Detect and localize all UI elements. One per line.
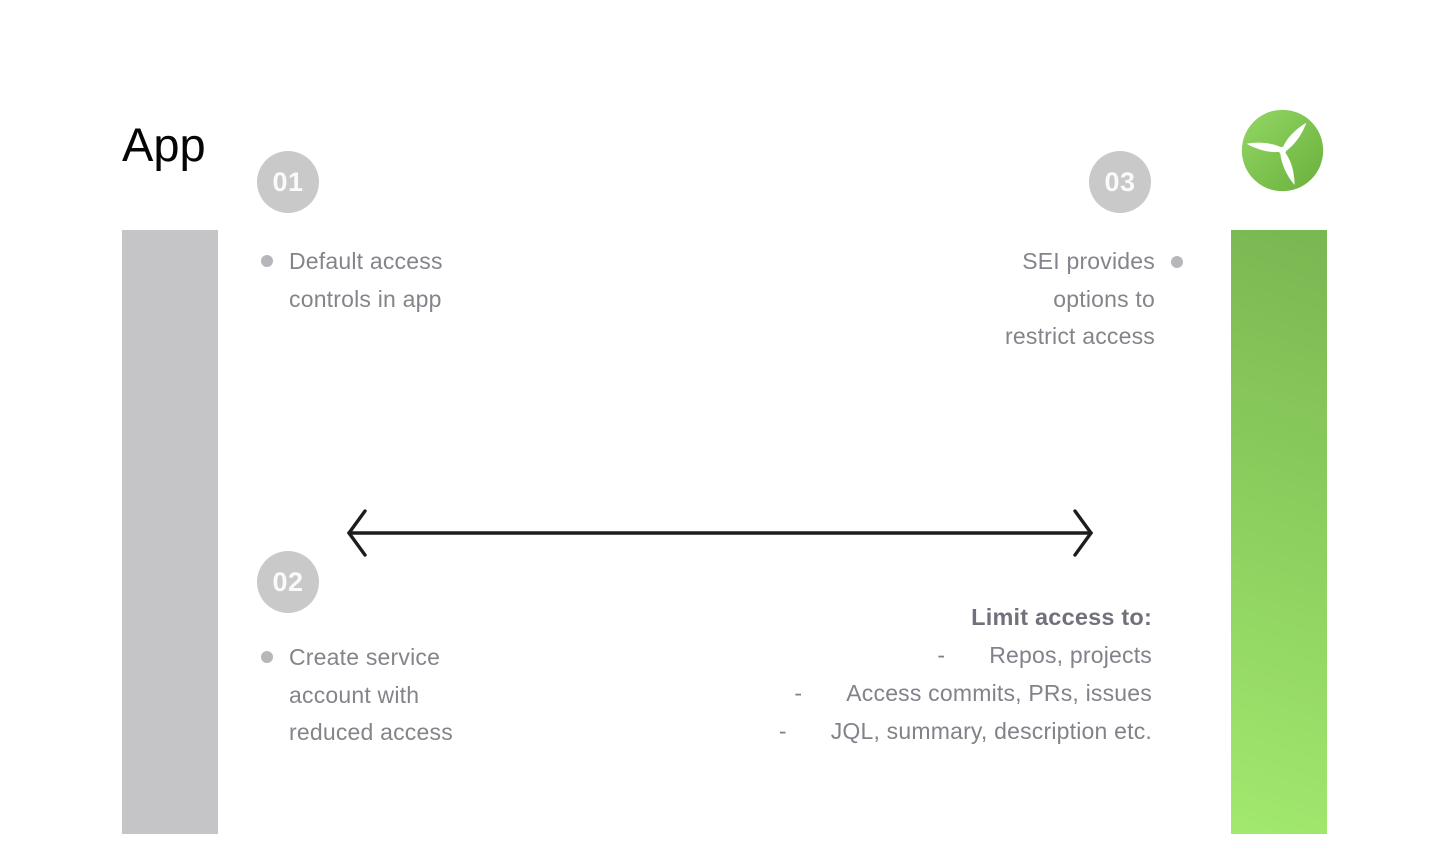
propeller-logo-icon [1241, 109, 1324, 192]
step-02-text: Create service account with reduced acce… [289, 644, 453, 745]
list-item-text: Access commits, PRs, issues [846, 680, 1152, 706]
app-vertical-bar [122, 230, 218, 834]
limit-access-block: Limit access to: - Repos, projects - Acc… [779, 598, 1152, 750]
limit-access-heading: Limit access to: [971, 604, 1152, 630]
bullet-dot-icon [261, 255, 273, 267]
list-item: - JQL, summary, description etc. [779, 712, 1152, 750]
step-03-badge: 03 [1089, 151, 1151, 213]
list-item-text: JQL, summary, description etc. [830, 718, 1152, 744]
list-dash: - [778, 718, 787, 744]
list-item: - Access commits, PRs, issues [779, 674, 1152, 712]
step-01-badge: 01 [257, 151, 319, 213]
list-dash: - [794, 680, 803, 706]
step-01-text: Default access controls in app [289, 248, 443, 312]
list-item-text: Repos, projects [989, 642, 1152, 668]
bullet-dot-icon [261, 651, 273, 663]
step-03-text: SEI provides options to restrict access [1005, 248, 1155, 349]
list-item: - Repos, projects [779, 636, 1152, 674]
sei-vertical-bar [1231, 230, 1327, 834]
bullet-dot-icon [1171, 256, 1183, 268]
step-02-badge: 02 [257, 551, 319, 613]
list-dash: - [937, 642, 946, 668]
app-title: App [122, 118, 206, 171]
double-headed-arrow-icon [346, 509, 1094, 557]
